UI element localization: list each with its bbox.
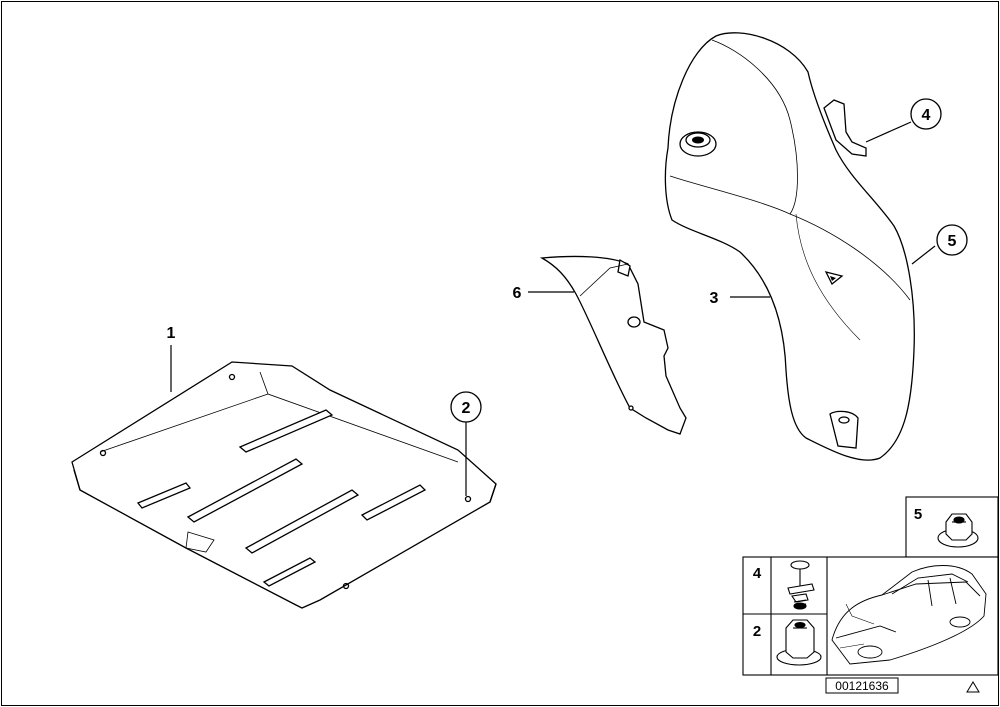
diagram-id: 00121636 bbox=[835, 679, 889, 693]
legend-label-clip: 4 bbox=[753, 565, 762, 582]
hex-nut-icon bbox=[776, 619, 822, 666]
hex-flange-nut-icon bbox=[937, 513, 979, 548]
car-icon bbox=[831, 565, 987, 665]
part-3-wheel-arch-liner bbox=[664, 32, 915, 461]
callout-label-6: 6 bbox=[513, 285, 522, 302]
callout-label-4: 4 bbox=[922, 107, 931, 124]
callout-circle-2 bbox=[450, 391, 482, 423]
callout-label-5: 5 bbox=[948, 233, 957, 250]
part-6-bracket bbox=[539, 255, 687, 435]
legend-label-nut-small: 2 bbox=[753, 623, 761, 640]
triangle-icon bbox=[966, 681, 980, 693]
leader-lines bbox=[170, 121, 936, 496]
part-1-underbody-panel bbox=[71, 361, 497, 609]
callout-circle-5 bbox=[936, 224, 968, 256]
callout-circle-4 bbox=[910, 98, 942, 130]
legend-label-nut-large: 5 bbox=[914, 506, 922, 523]
callout-label-2: 2 bbox=[462, 400, 471, 417]
callout-label-1: 1 bbox=[167, 325, 176, 342]
diagram-id-box bbox=[825, 677, 899, 694]
callout-label-3: 3 bbox=[710, 290, 719, 307]
push-clip-icon bbox=[787, 560, 815, 610]
